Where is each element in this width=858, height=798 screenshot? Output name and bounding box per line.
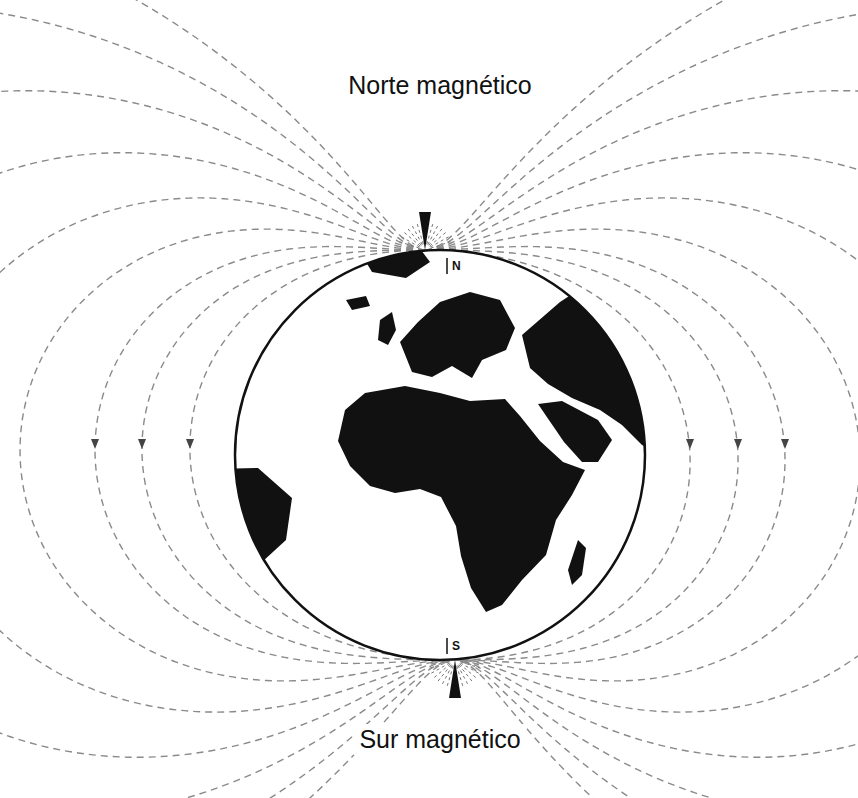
pole-ray: [411, 223, 422, 244]
south-arrowhead: [449, 660, 461, 698]
pole-ray: [460, 663, 481, 675]
continents: [170, 246, 700, 625]
europe: [400, 292, 515, 378]
asia: [522, 262, 700, 475]
pole-ray: [461, 662, 484, 669]
north-arrowhead: [419, 212, 431, 250]
iceland: [346, 296, 370, 310]
pole-label: Sur magnético: [353, 724, 526, 755]
madagascar: [568, 540, 586, 585]
britain: [378, 312, 396, 345]
pole-ray: [406, 227, 421, 246]
pole-ray: [431, 241, 454, 248]
field-arrow: [734, 439, 742, 449]
pole-ray: [430, 231, 448, 246]
pole-ray: [459, 665, 474, 684]
pole-ray: [402, 231, 420, 246]
pole-ray: [430, 235, 451, 247]
north-tick: [446, 258, 448, 274]
pole-ray: [432, 664, 450, 679]
field-arrow: [781, 439, 789, 449]
field-arrow: [138, 439, 146, 449]
field-arrow: [91, 439, 99, 449]
pole-letter: N: [452, 260, 461, 272]
africa: [338, 386, 585, 612]
pole-letter: S: [452, 640, 460, 652]
south-tick: [446, 638, 448, 654]
field-arrow: [186, 439, 194, 449]
pole-ray: [429, 227, 444, 246]
pole-label: Norte magnético: [342, 70, 537, 101]
pole-ray: [460, 664, 478, 679]
arabia: [538, 401, 612, 462]
pole-ray: [436, 665, 451, 684]
field-arrow: [686, 439, 694, 449]
globe-outline: [235, 250, 645, 660]
south-america: [170, 468, 292, 625]
pole-ray: [441, 665, 452, 686]
